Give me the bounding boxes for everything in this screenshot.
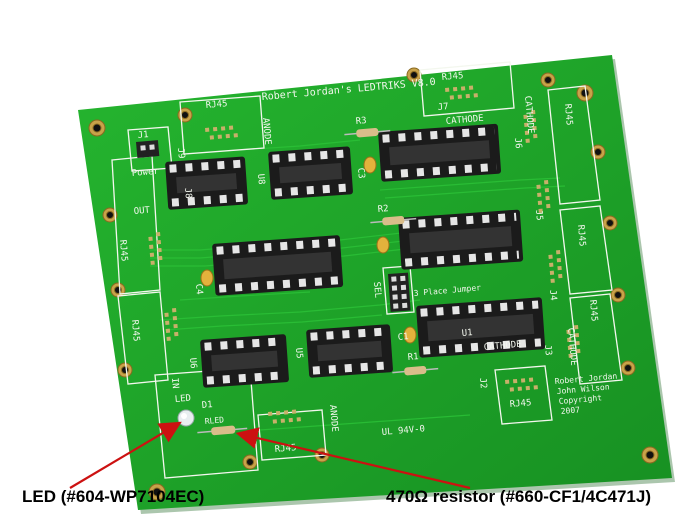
svg-text:CATHODE: CATHODE — [483, 340, 522, 353]
svg-text:J1: J1 — [137, 130, 149, 141]
socket-j7 — [378, 123, 501, 182]
svg-text:J3: J3 — [542, 344, 553, 356]
svg-text:RJ45: RJ45 — [117, 239, 129, 261]
silkscreen-outlines — [111, 61, 623, 479]
rj45-pads — [148, 85, 581, 424]
svg-text:CATHODE: CATHODE — [522, 95, 535, 134]
svg-text:RJ45: RJ45 — [562, 103, 574, 125]
svg-text:U8: U8 — [255, 173, 266, 185]
svg-text:J5: J5 — [533, 209, 544, 221]
svg-text:D1: D1 — [201, 400, 213, 411]
socket-u5 — [306, 324, 393, 378]
led-callout-label: LED (#604-WP7104EC) — [22, 487, 205, 506]
led-component — [177, 409, 195, 427]
svg-text:J4: J4 — [547, 289, 558, 301]
svg-text:U1: U1 — [461, 328, 473, 339]
svg-text:J7: J7 — [437, 102, 449, 113]
svg-text:LED: LED — [174, 394, 191, 405]
socket-u1 — [416, 297, 546, 358]
svg-text:R1: R1 — [407, 352, 419, 363]
svg-text:C3: C3 — [355, 167, 366, 179]
led-arrow — [69, 421, 182, 489]
svg-text:Power: Power — [131, 167, 159, 179]
silkscreen-text: Robert Jordan's LEDTRIKS V8.0 J1 Power O… — [117, 71, 618, 455]
jumper-header — [388, 272, 411, 312]
svg-text:RJ45: RJ45 — [441, 71, 463, 83]
svg-text:RJ45: RJ45 — [575, 224, 587, 246]
svg-text:C4: C4 — [193, 283, 204, 295]
annotation-arrows — [69, 421, 471, 490]
svg-text:CATHODE: CATHODE — [565, 327, 578, 366]
svg-text:U5: U5 — [293, 347, 304, 359]
svg-text:OUT: OUT — [133, 206, 151, 217]
svg-text:IN: IN — [169, 377, 180, 389]
resistors — [197, 127, 439, 436]
svg-text:ANODE: ANODE — [260, 117, 272, 145]
svg-text:J2: J2 — [477, 377, 488, 389]
svg-text:RJ45: RJ45 — [205, 99, 227, 111]
mounting-holes — [88, 67, 659, 501]
socket-center — [212, 235, 344, 296]
svg-text:UL 94V-0: UL 94V-0 — [381, 424, 425, 438]
ic-sockets — [165, 123, 546, 388]
socket-u8 — [268, 146, 353, 200]
capacitors — [200, 156, 417, 344]
svg-text:U6: U6 — [187, 357, 198, 369]
svg-text:J8: J8 — [182, 187, 193, 199]
svg-text:CATHODE: CATHODE — [445, 114, 484, 127]
socket-u6 — [200, 334, 289, 388]
svg-text:RJ45: RJ45 — [129, 319, 141, 341]
svg-text:J9: J9 — [175, 147, 186, 159]
svg-text:ANODE: ANODE — [327, 404, 339, 432]
svg-text:RLED: RLED — [204, 415, 224, 426]
svg-text:RJ45: RJ45 — [587, 299, 599, 321]
svg-text:J6: J6 — [512, 137, 523, 149]
pcb-board: Robert Jordan's LEDTRIKS V8.0 J1 Power O… — [78, 55, 675, 514]
resistor-arrow — [235, 427, 471, 490]
svg-text:R3: R3 — [355, 116, 367, 127]
svg-text:RJ45: RJ45 — [274, 443, 296, 455]
circuit-traces — [150, 139, 566, 431]
svg-text:SEL: SEL — [371, 281, 382, 298]
svg-text:2007: 2007 — [560, 405, 580, 416]
power-header — [136, 140, 160, 158]
svg-text:C1: C1 — [397, 332, 409, 343]
socket-j9 — [165, 156, 248, 210]
svg-text:RJ45: RJ45 — [509, 398, 531, 410]
resistor-callout-label: 470Ω resistor (#660-CF1/4C471J) — [386, 487, 651, 506]
svg-text:Copyright: Copyright — [558, 393, 602, 406]
svg-text:R2: R2 — [377, 204, 389, 215]
socket-right — [398, 209, 524, 270]
